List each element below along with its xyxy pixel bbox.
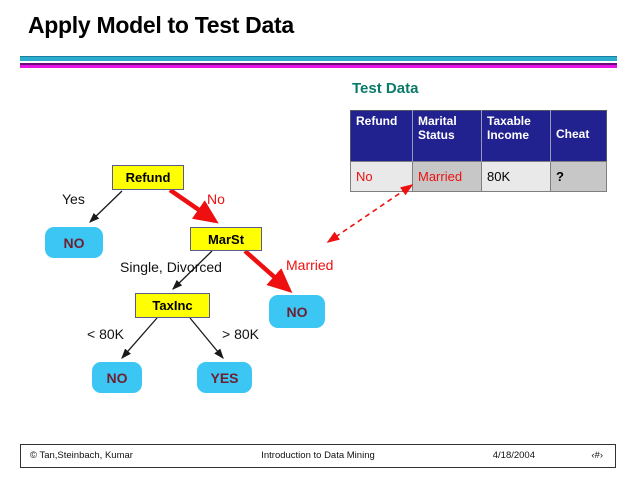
divider-magenta-edge (20, 63, 617, 65)
cell-marital-value: Married (412, 161, 482, 192)
table-header-row: Refund Marital Status Taxable Income Che… (350, 110, 607, 162)
edge-label-gt80k: > 80K (222, 326, 259, 342)
tree-node-taxinc: TaxInc (135, 293, 210, 318)
edge-label-lt80k: < 80K (87, 326, 124, 342)
slide-footer: © Tan,Steinbach, Kumar Introduction to D… (20, 444, 616, 468)
edge-marst-married-arrow (243, 249, 293, 293)
column-header-taxable: Taxable Income (481, 110, 551, 162)
edge-taxinc-gt80k-arrow (189, 317, 224, 360)
tree-node-refund: Refund (112, 165, 184, 190)
tree-leaf-no-lt80k: NO (92, 362, 142, 393)
footer-page-number: ‹#› (591, 450, 603, 461)
divider-cyan-edge (20, 56, 617, 57)
edge-taxinc-lt80k-arrow (121, 317, 158, 359)
edge-label-yes: Yes (62, 191, 85, 207)
divider-magenta (20, 65, 617, 68)
footer-copyright: © Tan,Steinbach, Kumar (30, 450, 133, 461)
edge-refund-yes-arrow (89, 190, 123, 223)
column-header-refund: Refund (350, 110, 413, 162)
test-data-table: Refund Marital Status Taxable Income Che… (350, 110, 607, 192)
edge-label-married: Married (286, 257, 334, 273)
column-header-cheat: Cheat (550, 110, 607, 162)
column-header-marital: Marital Status (412, 110, 482, 162)
cell-cheat-value: ? (550, 161, 607, 192)
page-title: Apply Model to Test Data (28, 12, 294, 38)
tree-leaf-no-married: NO (269, 295, 325, 328)
table-row: No Married 80K ? (350, 161, 607, 192)
test-data-heading: Test Data (352, 80, 419, 97)
footer-title: Introduction to Data Mining (261, 450, 375, 461)
footer-date: 4/18/2004 (492, 450, 535, 461)
cell-refund-value: No (350, 161, 413, 192)
tree-leaf-no-refund-yes: NO (45, 227, 103, 258)
divider-cyan (20, 57, 617, 61)
edge-label-no: No (207, 191, 225, 207)
tree-leaf-yes-gt80k: YES (197, 362, 252, 393)
edge-label-single-divorced: Single, Divorced (120, 259, 222, 275)
tree-node-marst: MarSt (190, 227, 262, 251)
dashed-link-married-cell-arrow (326, 184, 414, 243)
cell-taxable-value: 80K (481, 161, 551, 192)
